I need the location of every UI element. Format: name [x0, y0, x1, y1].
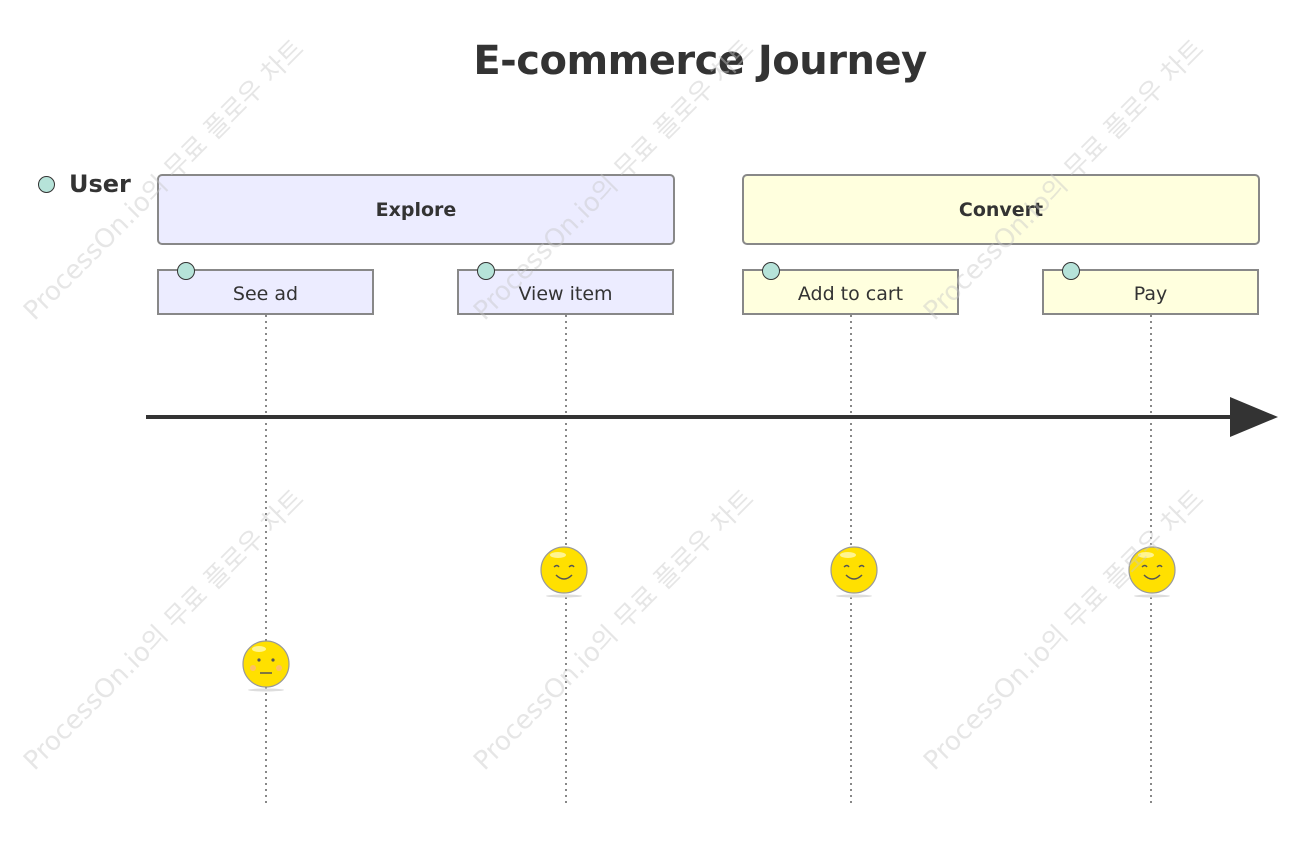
task-pay: Pay	[1042, 262, 1259, 315]
section-label: Explore	[375, 198, 457, 221]
task-label: Add to cart	[797, 283, 904, 305]
task-actor-marker	[177, 262, 195, 280]
face-add-to-cart-happy-icon	[830, 546, 878, 598]
task-see-ad: See ad	[157, 262, 374, 315]
face-see-ad-neutral-icon	[242, 640, 290, 692]
task-view-item: View item	[457, 262, 674, 315]
face-view-item-happy-icon	[540, 546, 588, 598]
actor-color-marker	[38, 175, 55, 193]
task-label: See ad	[232, 283, 299, 305]
actor-label: User	[69, 170, 131, 198]
task-label: Pay	[1133, 283, 1168, 305]
task-label: View item	[518, 283, 613, 305]
task-actor-marker	[477, 262, 495, 280]
section-convert: Convert	[742, 174, 1260, 245]
section-label: Convert	[958, 198, 1044, 221]
section-explore: Explore	[157, 174, 675, 245]
task-add-to-cart: Add to cart	[742, 262, 959, 315]
task-actor-marker	[762, 262, 780, 280]
task-actor-marker	[1062, 262, 1080, 280]
face-pay-happy-icon	[1128, 546, 1176, 598]
diagram-title: E-commerce Journey	[473, 38, 927, 84]
actor-legend: User	[38, 170, 131, 198]
